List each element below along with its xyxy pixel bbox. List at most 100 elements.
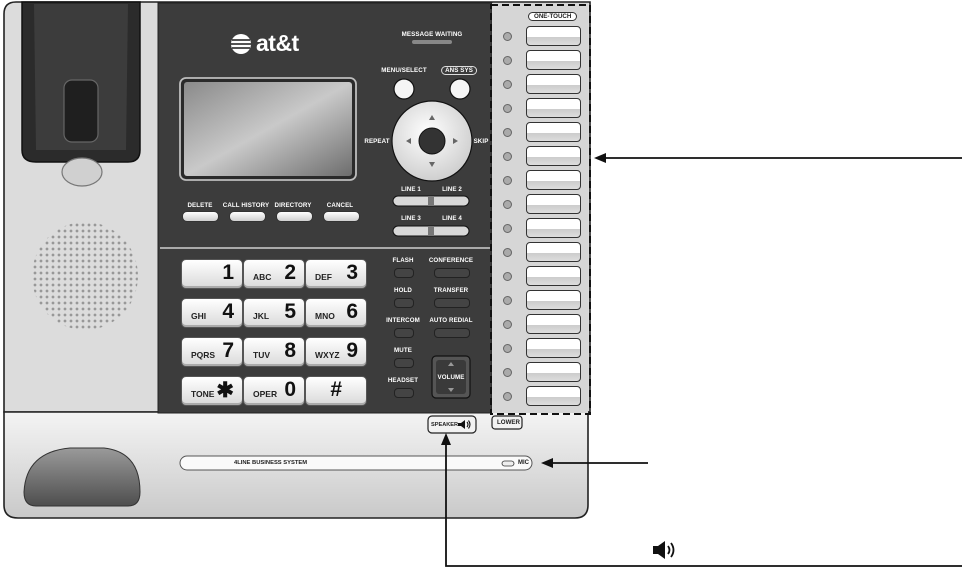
auto-redial-button[interactable] bbox=[434, 328, 470, 338]
one-touch-led bbox=[503, 32, 512, 41]
one-touch-key[interactable] bbox=[526, 170, 581, 190]
one-touch-key[interactable] bbox=[526, 314, 581, 334]
speaker-icon bbox=[653, 541, 675, 559]
one-touch-led bbox=[503, 320, 512, 329]
callout-arrowhead-speaker bbox=[441, 433, 451, 445]
transfer-button[interactable] bbox=[434, 298, 470, 308]
auto-redial-label: AUTO REDIAL bbox=[429, 317, 473, 324]
nav-left-arrow-icon bbox=[406, 138, 411, 144]
one-touch-key[interactable] bbox=[526, 194, 581, 214]
one-touch-key[interactable] bbox=[526, 50, 581, 70]
call-history-button[interactable] bbox=[229, 211, 266, 222]
line-4-label: LINE 4 bbox=[442, 215, 462, 222]
one-touch-led bbox=[503, 128, 512, 137]
one-touch-key[interactable] bbox=[526, 122, 581, 142]
lower-button[interactable] bbox=[491, 415, 523, 430]
one-touch-led bbox=[503, 176, 512, 185]
one-touch-key[interactable] bbox=[526, 98, 581, 118]
name-strip bbox=[179, 455, 533, 471]
menu-select-label: MENU/SELECT bbox=[381, 67, 427, 74]
mute-label: MUTE bbox=[394, 347, 412, 354]
hold-button[interactable] bbox=[394, 298, 414, 308]
conference-button[interactable] bbox=[434, 268, 470, 278]
soft-key-label: DELETE bbox=[187, 202, 213, 209]
speaker-label: SPEAKER bbox=[431, 422, 459, 428]
callout-line-speaker bbox=[445, 440, 962, 567]
att-globe-icon bbox=[231, 34, 251, 54]
nav-up-arrow-icon bbox=[429, 115, 435, 120]
one-touch-led bbox=[503, 272, 512, 281]
ans-sys-label: ANS SYS bbox=[441, 66, 477, 75]
lcd-screen bbox=[184, 82, 352, 176]
line-1-label: LINE 1 bbox=[401, 186, 421, 193]
flash-button[interactable] bbox=[394, 268, 414, 278]
key-pound[interactable]: # bbox=[305, 376, 367, 406]
cancel-button[interactable] bbox=[323, 211, 360, 222]
menu-select-button[interactable] bbox=[393, 78, 415, 100]
directory-button[interactable] bbox=[276, 211, 313, 222]
soft-key-label: CANCEL bbox=[326, 202, 354, 209]
one-touch-key[interactable] bbox=[526, 26, 581, 46]
message-waiting-light bbox=[412, 40, 452, 44]
att-logo-text: at&t bbox=[256, 30, 299, 56]
ans-sys-button[interactable] bbox=[449, 78, 471, 100]
one-touch-led bbox=[503, 368, 512, 377]
base-foot bbox=[23, 447, 141, 507]
mic-opening bbox=[501, 460, 515, 467]
repeat-label: REPEAT bbox=[364, 138, 390, 145]
line-2-label: LINE 2 bbox=[442, 186, 462, 193]
callout-arrowhead-one-touch bbox=[594, 153, 606, 163]
transfer-label: TRANSFER bbox=[433, 287, 469, 294]
one-touch-led bbox=[503, 248, 512, 257]
headset-button[interactable] bbox=[394, 388, 414, 398]
message-waiting-label: MESSAGE WAITING bbox=[401, 31, 463, 38]
delete-button[interactable] bbox=[182, 211, 219, 222]
one-touch-key[interactable] bbox=[526, 338, 581, 358]
intercom-button[interactable] bbox=[394, 328, 414, 338]
one-touch-led bbox=[503, 392, 512, 401]
one-touch-key[interactable] bbox=[526, 218, 581, 238]
soft-key-label: DIRECTORY bbox=[274, 202, 312, 209]
speaker-grille bbox=[32, 222, 138, 330]
one-touch-key[interactable] bbox=[526, 266, 581, 286]
one-touch-key[interactable] bbox=[526, 290, 581, 310]
one-touch-led bbox=[503, 344, 512, 353]
line-3-label: LINE 3 bbox=[401, 215, 421, 222]
speaker-button[interactable] bbox=[427, 415, 477, 434]
one-touch-led bbox=[503, 200, 512, 209]
one-touch-key[interactable] bbox=[526, 362, 581, 382]
nav-right-arrow-icon bbox=[453, 138, 458, 144]
key-star[interactable]: TONE✱ bbox=[181, 376, 243, 406]
one-touch-key[interactable] bbox=[526, 242, 581, 262]
key-1[interactable]: 1 bbox=[181, 259, 243, 289]
one-touch-key[interactable] bbox=[526, 74, 581, 94]
one-touch-key[interactable] bbox=[526, 386, 581, 406]
mute-button[interactable] bbox=[394, 358, 414, 368]
headset-label: HEADSET bbox=[387, 377, 419, 384]
one-touch-led bbox=[503, 56, 512, 65]
one-touch-led bbox=[503, 152, 512, 161]
volume-label: VOLUME bbox=[437, 374, 465, 381]
one-touch-key[interactable] bbox=[526, 146, 581, 166]
conference-label: CONFERENCE bbox=[428, 257, 474, 264]
one-touch-highlight bbox=[490, 4, 591, 415]
one-touch-label: ONE-TOUCH bbox=[528, 12, 578, 21]
one-touch-led bbox=[503, 80, 512, 89]
hold-label: HOLD bbox=[394, 287, 412, 294]
flash-label: FLASH bbox=[392, 257, 414, 264]
soft-key-label: CALL HISTORY bbox=[222, 202, 270, 209]
nav-center-button[interactable] bbox=[418, 127, 446, 155]
system-name-label: 4LINE BUSINESS SYSTEM bbox=[234, 460, 308, 466]
nav-down-arrow-icon bbox=[429, 162, 435, 167]
